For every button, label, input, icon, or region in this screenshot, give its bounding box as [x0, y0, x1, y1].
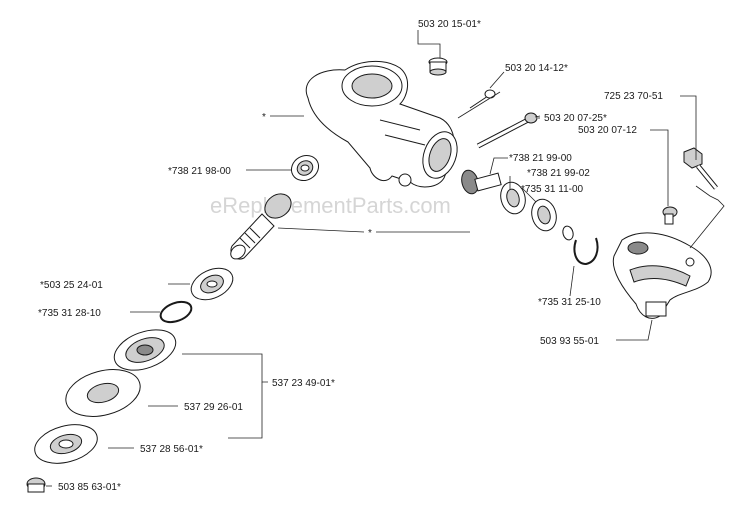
long-bolt — [476, 112, 538, 149]
guard-screw — [662, 206, 678, 225]
blade-nut — [26, 477, 46, 493]
label-503-25-24-01: *503 25 24-01 — [40, 280, 103, 291]
label-503-20-07-25: 503 20 07-25* — [544, 113, 607, 124]
watermark: eReplacementParts.com — [210, 193, 451, 218]
small-washer — [562, 225, 574, 241]
label-503-20-14-12: 503 20 14-12* — [505, 63, 568, 74]
label-537-29-26-01: 537 29 26-01 — [184, 402, 243, 413]
label-gear-star: * — [368, 228, 372, 239]
small-screw — [469, 89, 496, 109]
bearing-lower — [190, 267, 234, 301]
top-plug — [428, 57, 448, 76]
circlip-lower — [159, 300, 193, 324]
bearing-right-2 — [531, 198, 557, 232]
pinion-gear — [461, 169, 502, 195]
circlip-right — [573, 237, 599, 266]
support-plate — [113, 329, 177, 371]
support-cup — [65, 369, 141, 417]
label-735-31-11-00: *735 31 11-00 — [521, 184, 584, 195]
label-735-31-25-10: *735 31 25-10 — [538, 297, 601, 308]
label-537-28-56-01: 537 28 56-01* — [140, 444, 203, 455]
label-503-20-15-01: 503 20 15-01* — [418, 19, 481, 30]
label-503-20-07-12: 503 20 07-12 — [578, 125, 637, 136]
label-503-93-55-01: 503 93 55-01 — [540, 336, 599, 347]
gear-housing — [305, 61, 458, 188]
bearing-upper — [290, 154, 320, 182]
label-537-23-49-01: 537 23 49-01* — [272, 378, 335, 389]
gear-shaft — [230, 193, 292, 260]
label-735-31-28-10: *735 31 28-10 — [38, 308, 101, 319]
lock-washer — [34, 424, 98, 464]
label-738-21-99-02: *738 21 99-02 — [527, 168, 590, 179]
blade-guard — [612, 232, 712, 319]
label-housing-star: * — [262, 112, 266, 123]
label-738-21-99-00: *738 21 99-00 — [509, 153, 572, 164]
label-725-23-70-51: 725 23 70-51 — [604, 91, 663, 102]
label-738-21-98-00: *738 21 98-00 — [168, 166, 231, 177]
guard-bolt — [683, 147, 718, 190]
bearing-right-1 — [500, 181, 526, 215]
label-503-85-63-01: 503 85 63-01* — [58, 482, 121, 493]
leader-lines — [46, 30, 725, 487]
